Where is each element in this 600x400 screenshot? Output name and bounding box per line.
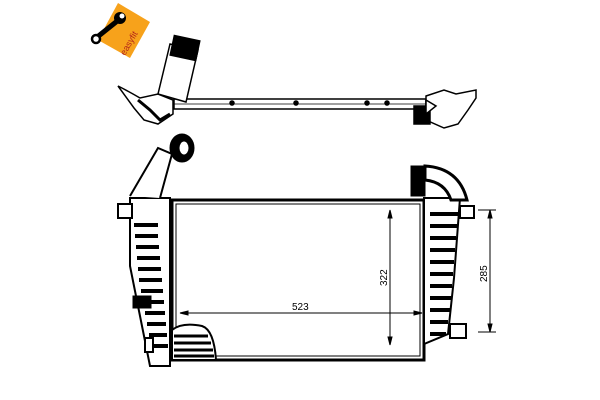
easyfit-badge: easyfit [90,3,150,58]
wrench-icon [90,12,126,45]
dimension-lines [179,209,496,346]
dimension-core-height-label: 322 [379,269,390,286]
dimension-width-label: 523 [292,302,309,313]
intercooler-body [117,133,475,367]
dimension-mount-spacing-label: 285 [479,265,490,282]
upper-pipe-assembly [117,34,477,129]
